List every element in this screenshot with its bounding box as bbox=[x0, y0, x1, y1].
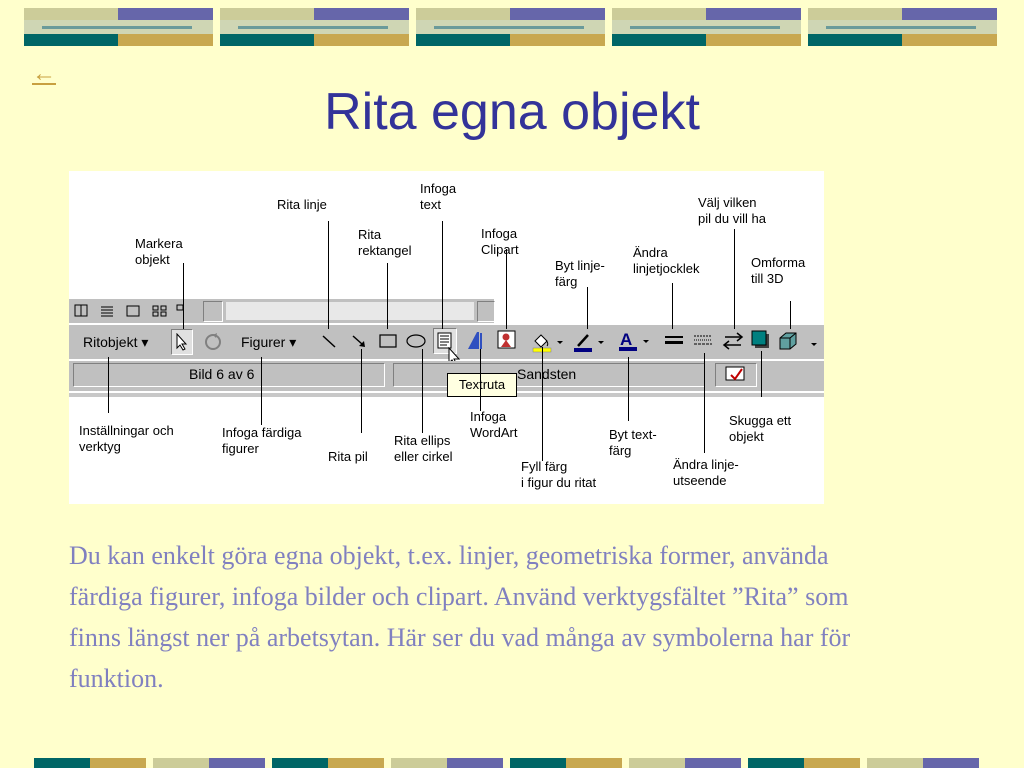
label-omforma-3d: Omforma till 3D bbox=[751, 255, 806, 286]
dash-style-icon[interactable] bbox=[692, 331, 714, 356]
deco-block bbox=[510, 758, 566, 768]
label-infoga-clipart: Infoga Clipart bbox=[481, 226, 519, 257]
deco-tile bbox=[220, 8, 409, 46]
status-design-panel bbox=[393, 363, 705, 387]
deco-block bbox=[272, 758, 328, 768]
figurer-menu-button[interactable]: Figurer ▾ bbox=[241, 334, 297, 350]
view-buttons bbox=[73, 303, 184, 319]
label-skugga: Skugga ett objekt bbox=[729, 413, 792, 444]
line-tool-icon[interactable] bbox=[319, 331, 339, 356]
leader-line bbox=[183, 263, 184, 329]
leader-line bbox=[734, 229, 735, 329]
deco-block bbox=[153, 758, 209, 768]
scroll-left-button[interactable] bbox=[203, 301, 223, 322]
deco-block bbox=[685, 758, 741, 768]
leader-line bbox=[672, 283, 673, 329]
deco-tile bbox=[24, 8, 213, 46]
status-design-name: Sandsten bbox=[517, 366, 577, 382]
leader-line bbox=[480, 349, 481, 411]
shadow-icon[interactable] bbox=[751, 330, 771, 355]
line-style-icon[interactable] bbox=[663, 331, 685, 356]
body-paragraph: Du kan enkelt göra egna objekt, t.ex. li… bbox=[69, 541, 851, 693]
leader-line bbox=[387, 263, 388, 329]
leader-line bbox=[108, 357, 109, 413]
label-andra-linjeutseende: Ändra linje- utseende bbox=[673, 457, 739, 488]
cursor-arrow-icon bbox=[175, 332, 189, 356]
ellipse-tool-icon[interactable] bbox=[405, 331, 427, 356]
deco-block bbox=[867, 758, 923, 768]
leader-line bbox=[587, 287, 588, 329]
back-arrow-icon[interactable]: ← bbox=[32, 60, 56, 87]
label-infoga-text: Infoga text bbox=[420, 181, 457, 212]
line-color-icon[interactable] bbox=[572, 331, 606, 358]
deco-block bbox=[90, 758, 146, 768]
leader-line bbox=[506, 249, 507, 329]
deco-block bbox=[209, 758, 265, 768]
status-bar-shadow bbox=[69, 393, 824, 397]
leader-line bbox=[761, 351, 762, 397]
label-fyll-farg: Fyll färg i figur du ritat bbox=[521, 459, 597, 490]
deco-block bbox=[34, 758, 90, 768]
svg-text:A: A bbox=[620, 330, 632, 349]
deco-block bbox=[804, 758, 860, 768]
label-byt-linjefarg: Byt linje- färg bbox=[555, 258, 605, 289]
wordart-icon[interactable] bbox=[465, 330, 485, 357]
page-title: Rita egna objekt bbox=[324, 83, 700, 141]
arrow-style-icon[interactable] bbox=[722, 330, 744, 357]
deco-tile bbox=[416, 8, 605, 46]
label-rita-rektangel: Rita rektangel bbox=[358, 227, 412, 258]
status-slide-panel bbox=[73, 363, 385, 387]
label-rita-ellips: Rita ellips eller cirkel bbox=[394, 433, 453, 464]
leader-line bbox=[328, 221, 329, 329]
leader-line bbox=[790, 301, 791, 329]
label-infoga-fardiga-figurer: Infoga färdiga figurer bbox=[222, 425, 302, 456]
textbox-icon bbox=[437, 332, 453, 355]
deco-tile bbox=[808, 8, 997, 46]
tooltip-textruta: Textruta bbox=[447, 373, 517, 397]
leader-line bbox=[261, 357, 262, 425]
arrow-tool-icon[interactable] bbox=[349, 331, 369, 356]
rectangle-tool-icon[interactable] bbox=[378, 331, 398, 356]
label-installningar: Inställningar och verktyg bbox=[79, 423, 174, 454]
label-infoga-wordart: Infoga WordArt bbox=[470, 409, 518, 440]
label-markera-objekt: Markera objekt bbox=[135, 236, 183, 267]
deco-tile bbox=[612, 8, 801, 46]
label-rita-pil: Rita pil bbox=[328, 449, 368, 464]
label-rita-linje: Rita linje bbox=[277, 197, 327, 212]
leader-line bbox=[542, 347, 543, 461]
deco-block bbox=[447, 758, 503, 768]
deco-block bbox=[566, 758, 622, 768]
fill-color-icon[interactable] bbox=[531, 331, 565, 358]
leader-line bbox=[628, 357, 629, 421]
free-rotate-icon[interactable] bbox=[203, 332, 223, 357]
deco-block bbox=[923, 758, 979, 768]
toolbar-screenshot: Ritobjekt ▾ Figurer ▾ A bbox=[69, 171, 824, 504]
label-andra-linjetjocklek: Ändra linjetjocklek bbox=[633, 245, 700, 276]
horizontal-scrollbar[interactable] bbox=[226, 302, 474, 320]
deco-block bbox=[328, 758, 384, 768]
deco-block bbox=[391, 758, 447, 768]
leader-line bbox=[704, 353, 705, 453]
label-byt-textfarg: Byt text- färg bbox=[609, 427, 657, 458]
leader-line bbox=[422, 349, 423, 433]
clipart-icon[interactable] bbox=[497, 330, 517, 355]
scroll-right-button[interactable] bbox=[477, 301, 495, 322]
3d-icon[interactable] bbox=[777, 329, 823, 358]
deco-block bbox=[629, 758, 685, 768]
deco-block bbox=[748, 758, 804, 768]
status-slide-number: Bild 6 av 6 bbox=[189, 366, 255, 382]
spellcheck-icon bbox=[725, 365, 747, 388]
ritobjekt-menu-button[interactable]: Ritobjekt ▾ bbox=[83, 334, 149, 350]
leader-line bbox=[442, 221, 443, 329]
leader-line bbox=[361, 349, 362, 433]
font-color-icon[interactable]: A bbox=[617, 329, 651, 358]
label-valj-pil: Välj vilken pil du vill ha bbox=[698, 195, 766, 226]
